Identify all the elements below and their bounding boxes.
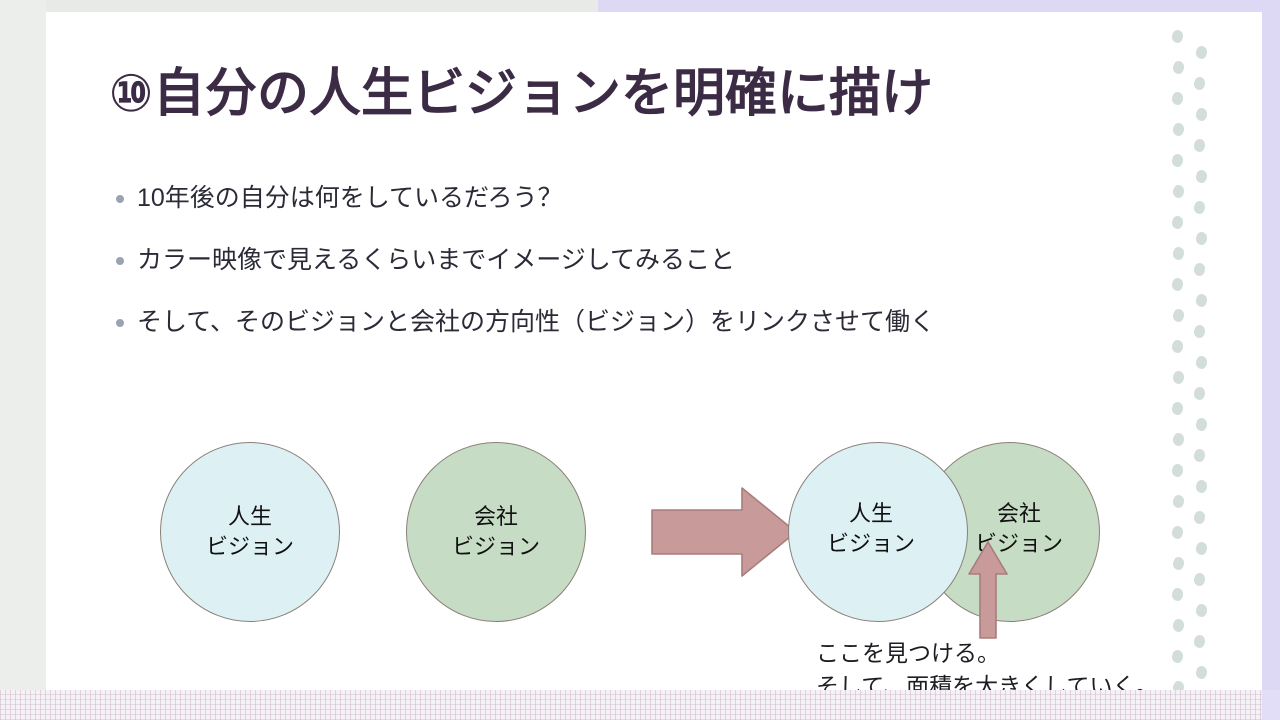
decorative-dot: [1196, 108, 1207, 121]
decorative-dot: [1194, 77, 1205, 90]
decorative-dot: [1194, 325, 1205, 338]
decorative-dot: [1173, 247, 1184, 260]
decorative-dot: [1194, 139, 1205, 152]
overlapping-circles-group: 人生 ビジョン 会社 ビジョン: [788, 442, 1100, 622]
presentation-slide[interactable]: ⑩自分の人生ビジョンを明確に描け 10年後の自分は何をしているだろう？ カラー映…: [46, 12, 1262, 690]
decorative-dot: [1196, 294, 1207, 307]
decorative-dot: [1172, 216, 1183, 229]
decorative-dot: [1194, 635, 1205, 648]
decorative-dot: [1173, 123, 1184, 136]
life-vision-circle-overlap[interactable]: [788, 442, 968, 622]
decorative-dot: [1194, 387, 1205, 400]
decorative-dot: [1196, 46, 1207, 59]
decorative-dot: [1173, 185, 1184, 198]
bullet-marker-icon: [116, 256, 124, 265]
right-arrow-icon: [650, 482, 798, 582]
decorative-dot: [1172, 154, 1183, 167]
decorative-dot: [1172, 340, 1183, 353]
decorative-dot: [1196, 604, 1207, 617]
decorative-dot: [1194, 449, 1205, 462]
decorative-dot: [1173, 309, 1184, 322]
decorative-dot: [1173, 371, 1184, 384]
decorative-dot: [1196, 418, 1207, 431]
canvas-bottom-grid: [0, 690, 1280, 720]
decorative-dot: [1172, 588, 1183, 601]
decorative-dot: [1172, 402, 1183, 415]
decorative-dot: [1172, 650, 1183, 663]
company-vision-circle-separate[interactable]: 会社 ビジョン: [406, 442, 586, 622]
decorative-dot: [1172, 464, 1183, 477]
bullet-item[interactable]: そして、そのビジョンと会社の方向性（ビジョン）をリンクさせて働く: [116, 306, 1116, 340]
decorative-dot: [1173, 681, 1184, 690]
decorative-dot: [1194, 573, 1205, 586]
bullet-item[interactable]: 10年後の自分は何をしているだろう？: [116, 182, 1116, 216]
decorative-dot: [1196, 542, 1207, 555]
life-vision-circle-separate[interactable]: 人生 ビジョン: [160, 442, 340, 622]
bullet-item[interactable]: カラー映像で見えるくらいまでイメージしてみること: [116, 244, 1116, 278]
decorative-dot: [1172, 278, 1183, 291]
canvas-left-strip: [0, 0, 46, 695]
decorative-dot: [1196, 356, 1207, 369]
decorative-dot: [1172, 92, 1183, 105]
decorative-dot: [1194, 263, 1205, 276]
decorative-dot: [1196, 666, 1207, 679]
bullet-marker-icon: [116, 195, 124, 203]
decorative-dot: [1196, 232, 1207, 245]
bullet-text: カラー映像で見えるくらいまでイメージしてみること: [137, 245, 736, 274]
decorative-dot-column-left: [1172, 12, 1186, 690]
decorative-dot: [1196, 170, 1207, 183]
decorative-dot: [1173, 557, 1184, 570]
decorative-dot: [1172, 30, 1183, 43]
decorative-dot: [1196, 480, 1207, 493]
decorative-dot: [1173, 433, 1184, 446]
company-vision-overlap-label: 会社 ビジョン: [974, 501, 1063, 556]
decorative-dot: [1194, 201, 1205, 214]
bullet-text: そして、そのビジョンと会社の方向性（ビジョン）をリンクさせて働く: [137, 307, 936, 336]
bullet-marker-icon: [116, 318, 124, 327]
canvas-right-strip-lavender: [1262, 0, 1280, 700]
decorative-dot: [1173, 619, 1184, 632]
venn-diagram-group: 人生 ビジョン 会社 ビジョン 人生 ビジョン 会社 ビジョン ここを見つける。…: [46, 412, 1262, 690]
canvas-bottom-right-lavender: [1262, 690, 1280, 720]
canvas-top-strip-gray: [0, 0, 598, 12]
decorative-dot: [1194, 511, 1205, 524]
decorative-dot: [1173, 61, 1184, 74]
bullet-list: 10年後の自分は何をしているだろう？ カラー映像で見えるくらいまでイメージしてみ…: [116, 182, 1116, 367]
slide-title[interactable]: ⑩自分の人生ビジョンを明確に描け: [109, 65, 934, 123]
decorative-dot-column-right: [1194, 12, 1208, 690]
bullet-text: 10年後の自分は何をしているだろう？: [137, 184, 563, 212]
life-vision-overlap-label: 人生 ビジョン: [826, 501, 915, 556]
up-arrow-icon: [967, 540, 1009, 640]
decorative-dot: [1173, 495, 1184, 508]
decorative-dot: [1172, 526, 1183, 539]
canvas-top-strip-lavender: [598, 0, 1280, 12]
diagram-caption: ここを見つける。 そして、面積を大きくしていく。: [816, 640, 1159, 690]
